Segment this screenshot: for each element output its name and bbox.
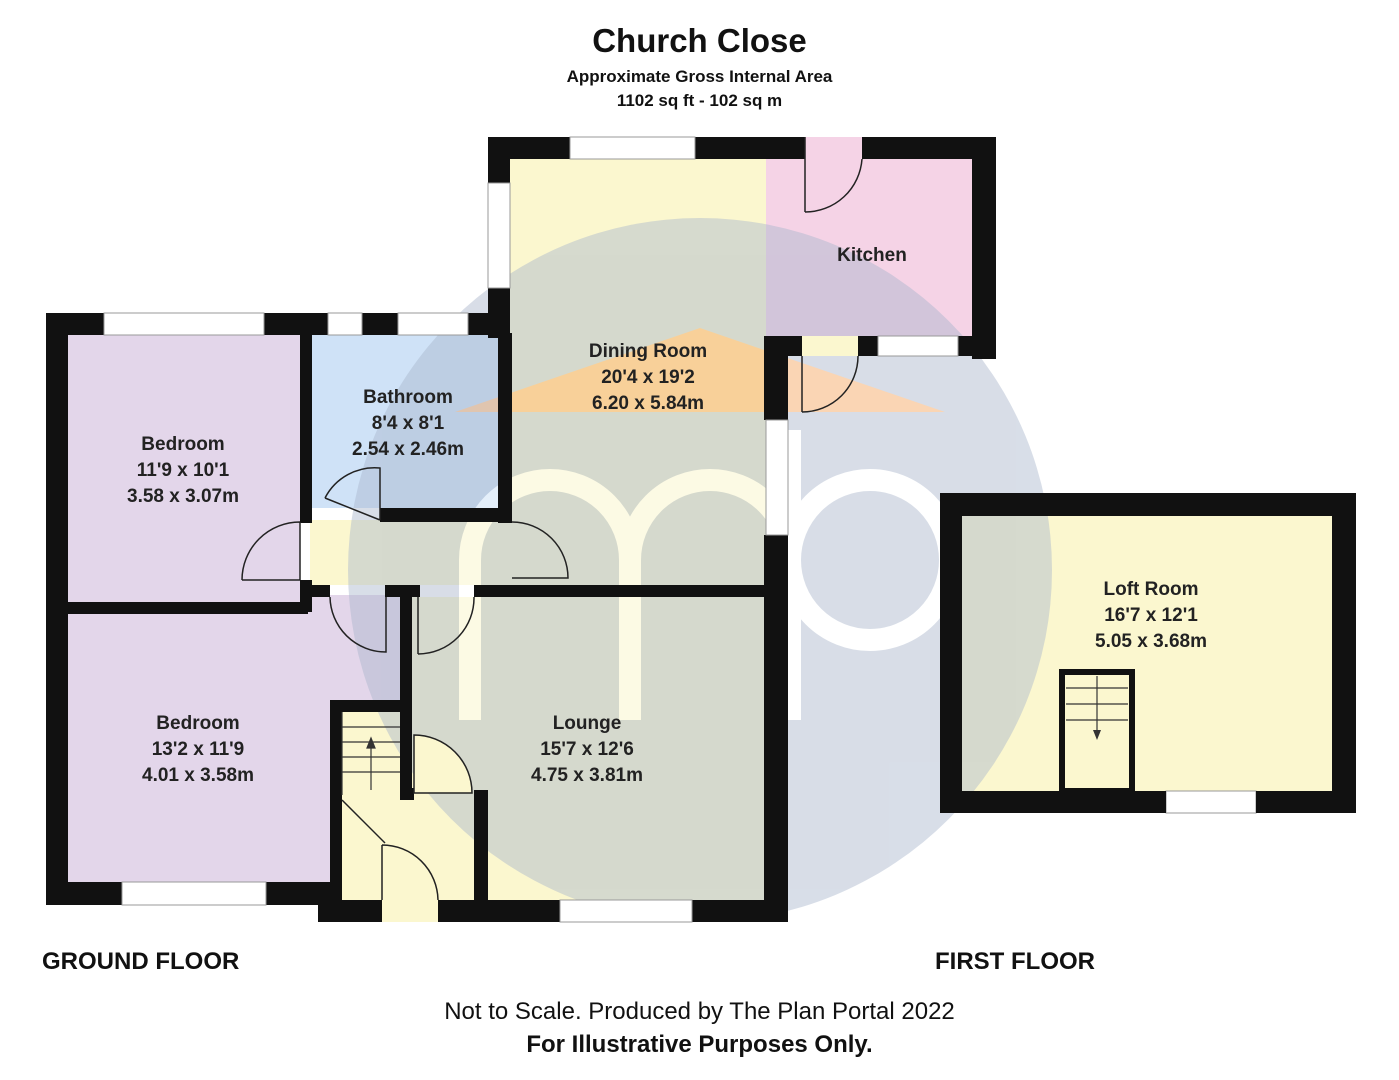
ground-floor-stairs: [341, 712, 400, 795]
window-dining-left: [487, 182, 511, 289]
window-bedroom1-top: [103, 312, 265, 336]
first-floor-walls: [940, 493, 1356, 813]
dining-room-imperial: 20'4 x 19'2: [601, 367, 695, 388]
area-label: Approximate Gross Internal Area: [566, 67, 833, 86]
bedroom-2-imperial: 13'2 x 11'9: [152, 739, 245, 760]
window-dining-top: [569, 136, 696, 160]
disclaimer-text: Not to Scale. Produced by The Plan Porta…: [444, 998, 955, 1025]
bedroom-1-metric: 3.58 x 3.07m: [127, 486, 239, 507]
bedroom-2-notch-fill: [300, 595, 400, 700]
window-bedroom2-bottom: [121, 881, 267, 906]
loft-room-metric: 5.05 x 3.68m: [1095, 631, 1207, 652]
ground-floor-walls: [46, 137, 996, 922]
watermark-roof-arrow: [455, 328, 945, 412]
bedroom-2-fill: [68, 612, 330, 882]
hall-fill: [310, 520, 510, 585]
bathroom-imperial: 8'4 x 8'1: [372, 413, 445, 434]
window-dining-right: [765, 419, 789, 536]
loft-room-name: Loft Room: [1104, 579, 1199, 600]
illustrative-text: For Illustrative Purposes Only.: [526, 1031, 873, 1058]
bathroom-metric: 2.54 x 2.46m: [352, 439, 464, 460]
dining-room-fill: [510, 158, 766, 588]
kitchen-name: Kitchen: [837, 245, 907, 266]
dining-room-name: Dining Room: [589, 341, 707, 362]
window-lounge-bottom: [559, 899, 693, 923]
room-fills: [68, 158, 1332, 900]
loft-room-fill: [962, 516, 1332, 791]
lounge-metric: 4.75 x 3.81m: [531, 765, 643, 786]
ground-floor-label: GROUND FLOOR: [42, 948, 240, 975]
doors: [241, 137, 863, 922]
bedroom-2-metric: 4.01 x 3.58m: [142, 765, 254, 786]
loft-room-imperial: 16'7 x 12'1: [1104, 605, 1198, 626]
first-floor-label: FIRST FLOOR: [935, 948, 1095, 975]
bedroom-1-fill: [68, 333, 300, 603]
loft-stairs: [1059, 669, 1135, 794]
bedroom-2-name: Bedroom: [156, 713, 239, 734]
window-bath-2: [397, 312, 469, 336]
bathroom-name: Bathroom: [363, 387, 453, 408]
window-loft-bottom: [1165, 790, 1257, 814]
windows: [103, 136, 1257, 923]
window-kitchen-bottom: [877, 335, 959, 357]
lounge-name: Lounge: [553, 713, 622, 734]
kitchen-fill: [764, 158, 972, 356]
porch-fill: [340, 795, 475, 900]
window-bath-1: [327, 312, 363, 336]
area-value: 1102 sq ft - 102 sq m: [616, 91, 783, 110]
bedroom-1-name: Bedroom: [141, 434, 224, 455]
room-labels: Kitchen Dining Room 20'4 x 19'2 6.20 x 5…: [127, 245, 1207, 786]
lounge-imperial: 15'7 x 12'6: [540, 739, 634, 760]
watermark-logo: [348, 218, 1052, 922]
plan-title: Church Close: [592, 22, 807, 59]
dining-room-metric: 6.20 x 5.84m: [592, 393, 704, 414]
watermark-circle: [348, 218, 1052, 922]
bedroom-1-imperial: 11'9 x 10'1: [137, 460, 230, 481]
